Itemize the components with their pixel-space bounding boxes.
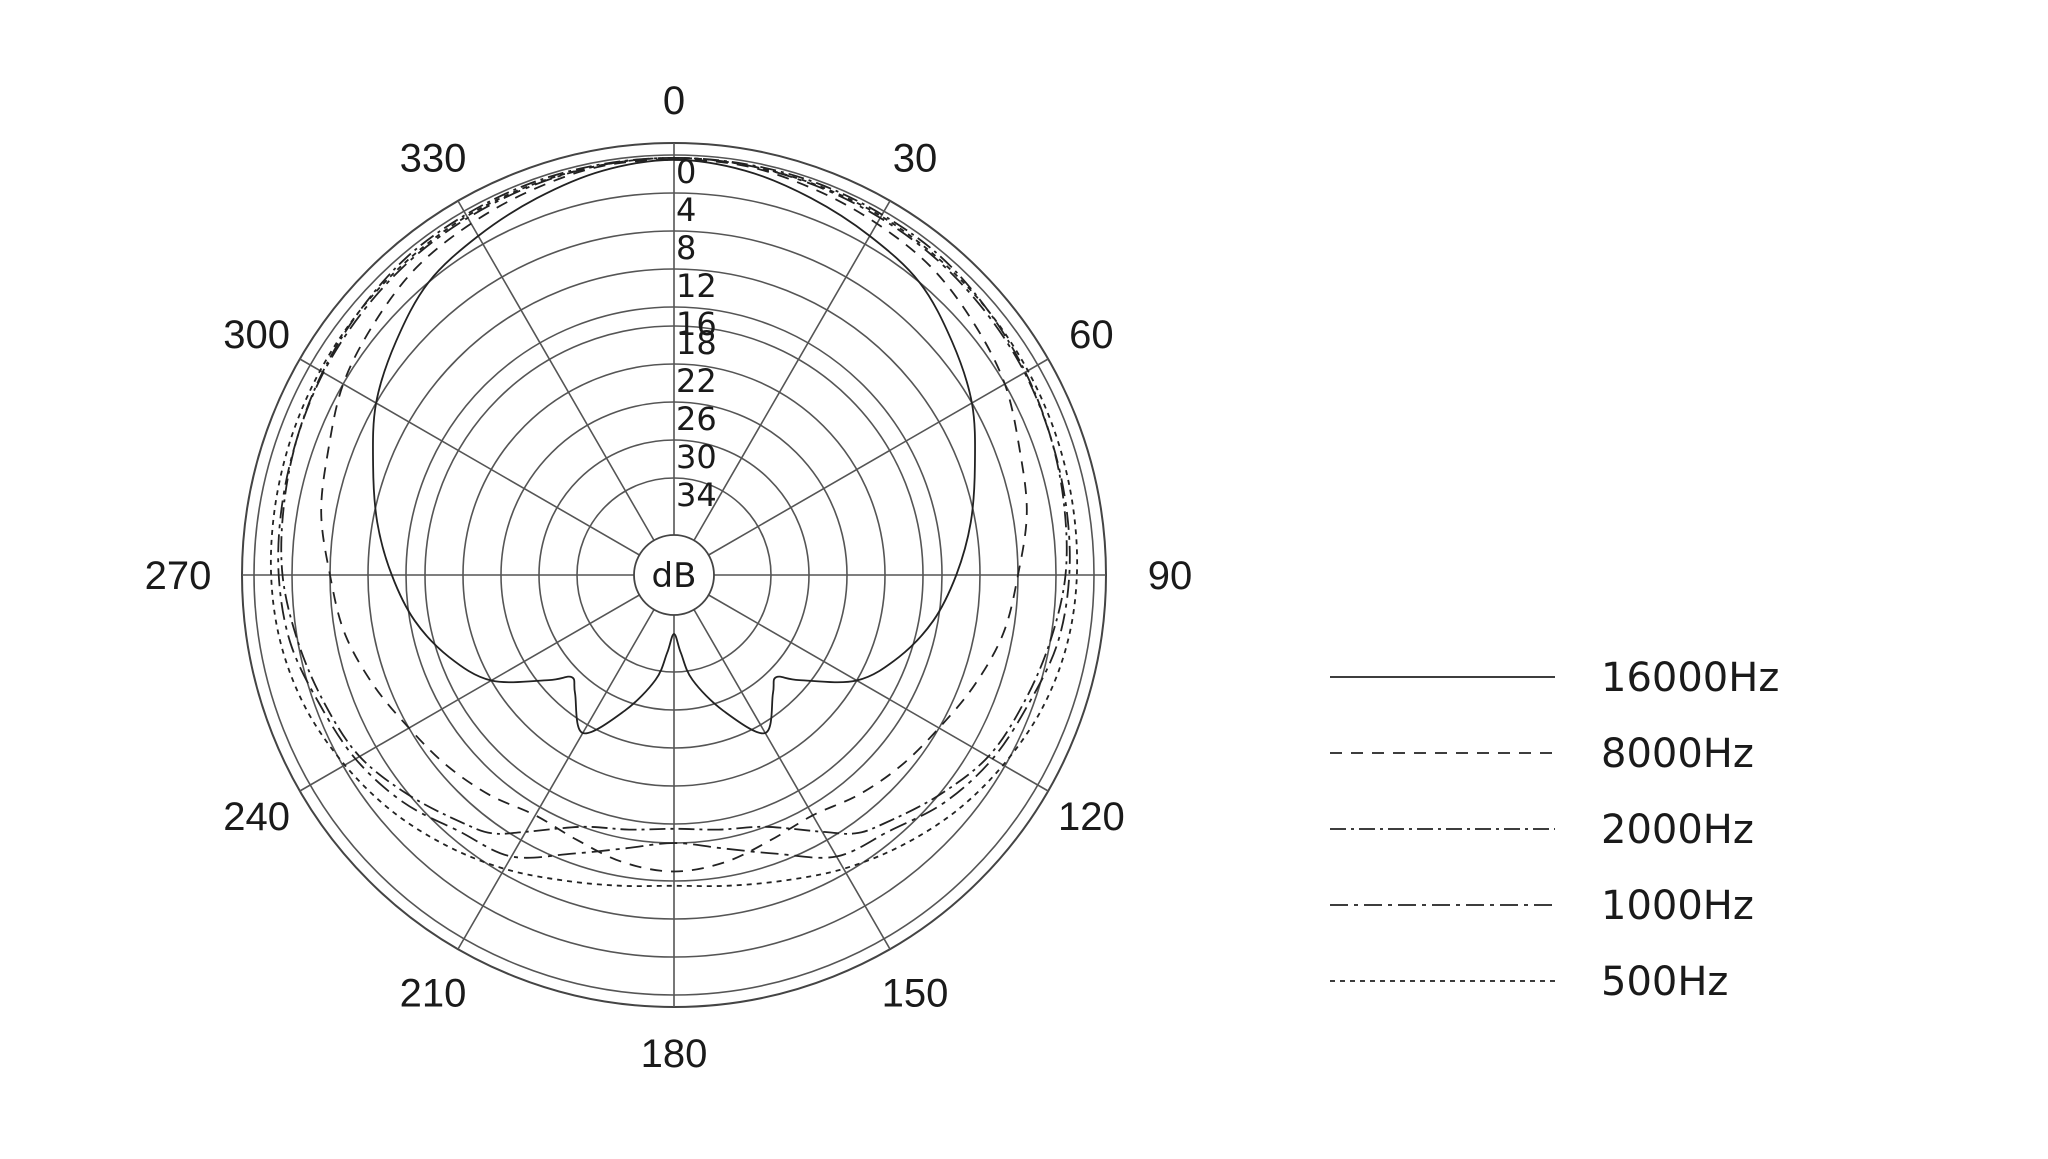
radial-label-8: 8 — [676, 229, 696, 267]
radial-label-30: 30 — [676, 438, 717, 476]
series-8000Hz — [320, 158, 1028, 873]
radial-label-12: 12 — [676, 267, 717, 305]
angle-label-240: 240 — [223, 795, 290, 839]
legend: 16000Hz 8000Hz 2000Hz 1000Hz 500Hz — [1330, 655, 1779, 1005]
legend-label-16000Hz: 16000Hz — [1601, 655, 1779, 701]
angle-label-210: 210 — [400, 971, 467, 1015]
series-1000Hz — [277, 157, 1071, 859]
angle-label-330: 330 — [400, 137, 467, 181]
angle-label-150: 150 — [882, 971, 949, 1015]
angle-label-60: 60 — [1069, 313, 1114, 357]
legend-label-8000Hz: 8000Hz — [1601, 731, 1754, 777]
angle-label-270: 270 — [145, 554, 212, 598]
radial-label-16: 16 — [676, 305, 717, 343]
legend-label-1000Hz: 1000Hz — [1601, 883, 1754, 929]
angle-label-30: 30 — [893, 137, 938, 181]
legend-label-500Hz: 500Hz — [1601, 959, 1728, 1005]
spoke-240 — [299, 594, 640, 792]
spoke-330 — [457, 200, 655, 541]
radial-label-22: 22 — [676, 362, 717, 400]
angle-label-120: 120 — [1058, 795, 1125, 839]
spoke-30 — [693, 200, 891, 541]
spoke-150 — [693, 609, 891, 950]
polar-grid — [241, 142, 1107, 1008]
spoke-300 — [299, 358, 640, 556]
radial-label-26: 26 — [676, 400, 717, 438]
polar-series — [269, 157, 1079, 888]
angle-label-300: 300 — [223, 313, 290, 357]
angle-label-0: 0 — [663, 79, 685, 123]
center-badge: dB — [633, 534, 715, 616]
series-16000Hz — [372, 158, 976, 735]
spoke-60 — [708, 358, 1049, 556]
radial-label-18: 18 — [676, 324, 717, 362]
radial-label-0: 0 — [676, 153, 696, 191]
radial-label-34: 34 — [676, 476, 717, 514]
spoke-210 — [457, 609, 655, 950]
unit-label: dB — [652, 556, 697, 596]
series-500Hz — [269, 157, 1079, 888]
spoke-120 — [708, 594, 1049, 792]
legend-label-2000Hz: 2000Hz — [1601, 807, 1754, 853]
angle-label-90: 90 — [1148, 554, 1193, 598]
radial-label-4: 4 — [676, 191, 696, 229]
center-circle — [633, 534, 715, 616]
angle-label-180: 180 — [641, 1032, 708, 1076]
